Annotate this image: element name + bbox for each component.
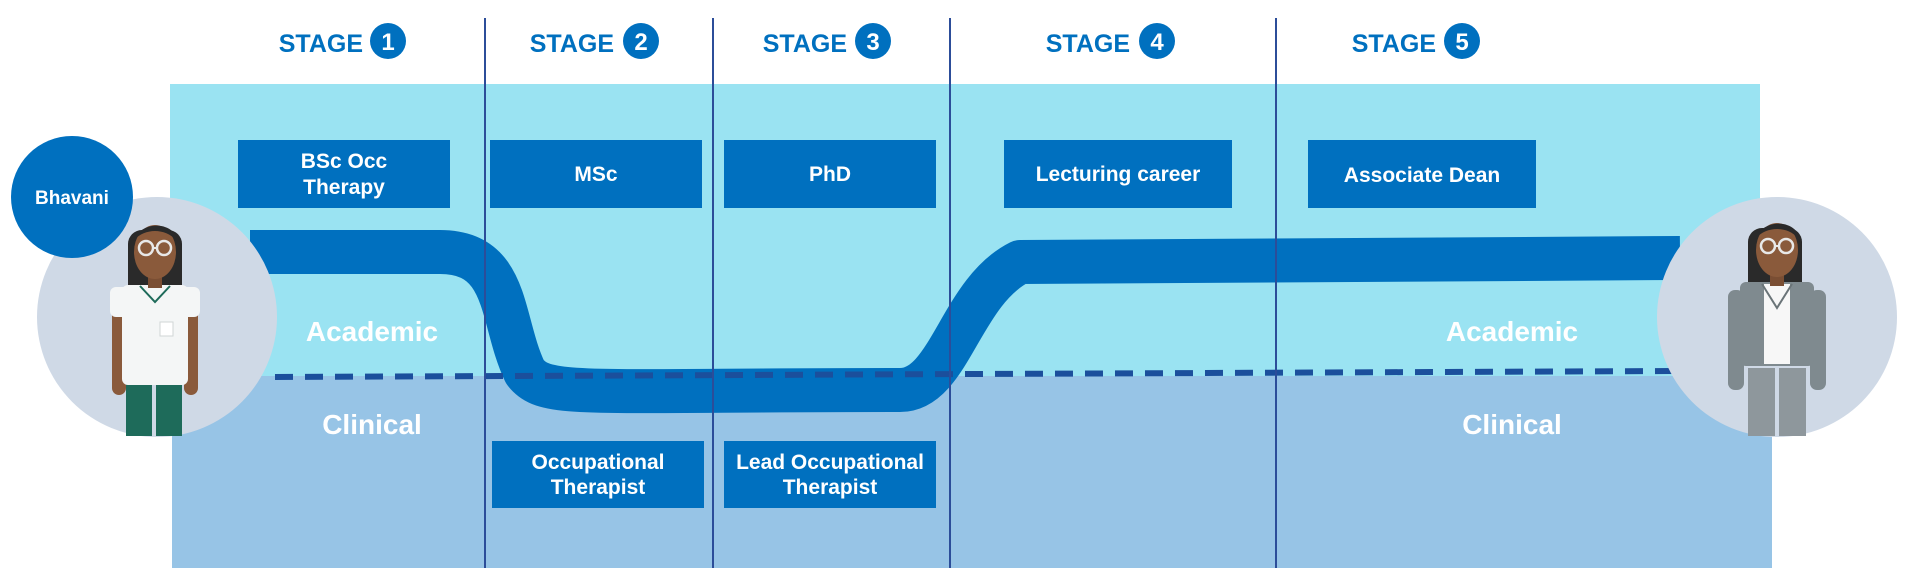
box-line-1: BSc Occ xyxy=(301,150,388,173)
box-line-1: Lead Occupational xyxy=(736,451,924,474)
stage-number: 5 xyxy=(1455,29,1468,56)
stage-label: STAGE xyxy=(763,30,847,58)
clinical-box-occupational-therapist: Occupational Therapist xyxy=(492,441,704,508)
stage-label: STAGE xyxy=(1352,30,1436,58)
clinical-zone-label-left: Clinical xyxy=(322,409,422,440)
academic-zone-label-right: Academic xyxy=(1446,316,1578,347)
stage-number-badge xyxy=(623,23,659,59)
stage-label: STAGE xyxy=(1046,30,1130,58)
stage-number-badge xyxy=(1139,23,1175,59)
stage-4-header: STAGE 4 xyxy=(1046,23,1175,59)
box-line-2: Therapy xyxy=(303,176,385,199)
stage-1-header: STAGE 1 xyxy=(279,23,406,59)
stage-label: STAGE xyxy=(530,30,614,58)
academic-box-msc: MSc xyxy=(490,140,702,208)
woman-in-uniform-icon xyxy=(37,197,277,437)
box-line-1: PhD xyxy=(809,163,851,186)
clinical-box-lead-occupational-therapist: Lead Occupational Therapist xyxy=(724,441,936,508)
stage-number: 4 xyxy=(1150,29,1164,56)
box-line-2: Therapist xyxy=(551,476,646,499)
box-line-2: Therapist xyxy=(783,476,878,499)
stage-3-header: STAGE 3 xyxy=(763,23,891,59)
box-line-1: Occupational xyxy=(531,451,664,474)
academic-box-bsc: BSc Occ Therapy xyxy=(238,140,450,208)
stage-5-header: STAGE 5 xyxy=(1352,23,1480,59)
stage-number-badge xyxy=(855,23,891,59)
stage-number: 1 xyxy=(381,29,394,56)
stage-number-badge xyxy=(1444,23,1480,59)
box-line-1: Associate Dean xyxy=(1344,164,1500,187)
clinical-zone-label-right: Clinical xyxy=(1462,409,1562,440)
academic-zone-label-left: Academic xyxy=(306,316,438,347)
stage-2-header: STAGE 2 xyxy=(530,23,659,59)
box-line-1: Lecturing career xyxy=(1036,163,1201,186)
stage-number-badge xyxy=(370,23,406,59)
stage-label: STAGE xyxy=(279,30,363,58)
career-path-line xyxy=(250,230,1681,414)
academic-box-lecturing-career: Lecturing career xyxy=(1004,140,1232,208)
person-name-badge: Bhavani xyxy=(11,136,133,258)
woman-in-suit-icon xyxy=(1657,197,1897,437)
box-line-1: MSc xyxy=(574,163,618,186)
clinical-zone xyxy=(172,376,1772,568)
stage-number: 2 xyxy=(634,29,647,56)
academic-clinical-boundary xyxy=(274,368,1676,380)
academic-box-phd: PhD xyxy=(724,140,936,208)
person-name: Bhavani xyxy=(35,188,109,209)
stage-number: 3 xyxy=(866,29,879,56)
academic-box-associate-dean: Associate Dean xyxy=(1308,140,1536,208)
